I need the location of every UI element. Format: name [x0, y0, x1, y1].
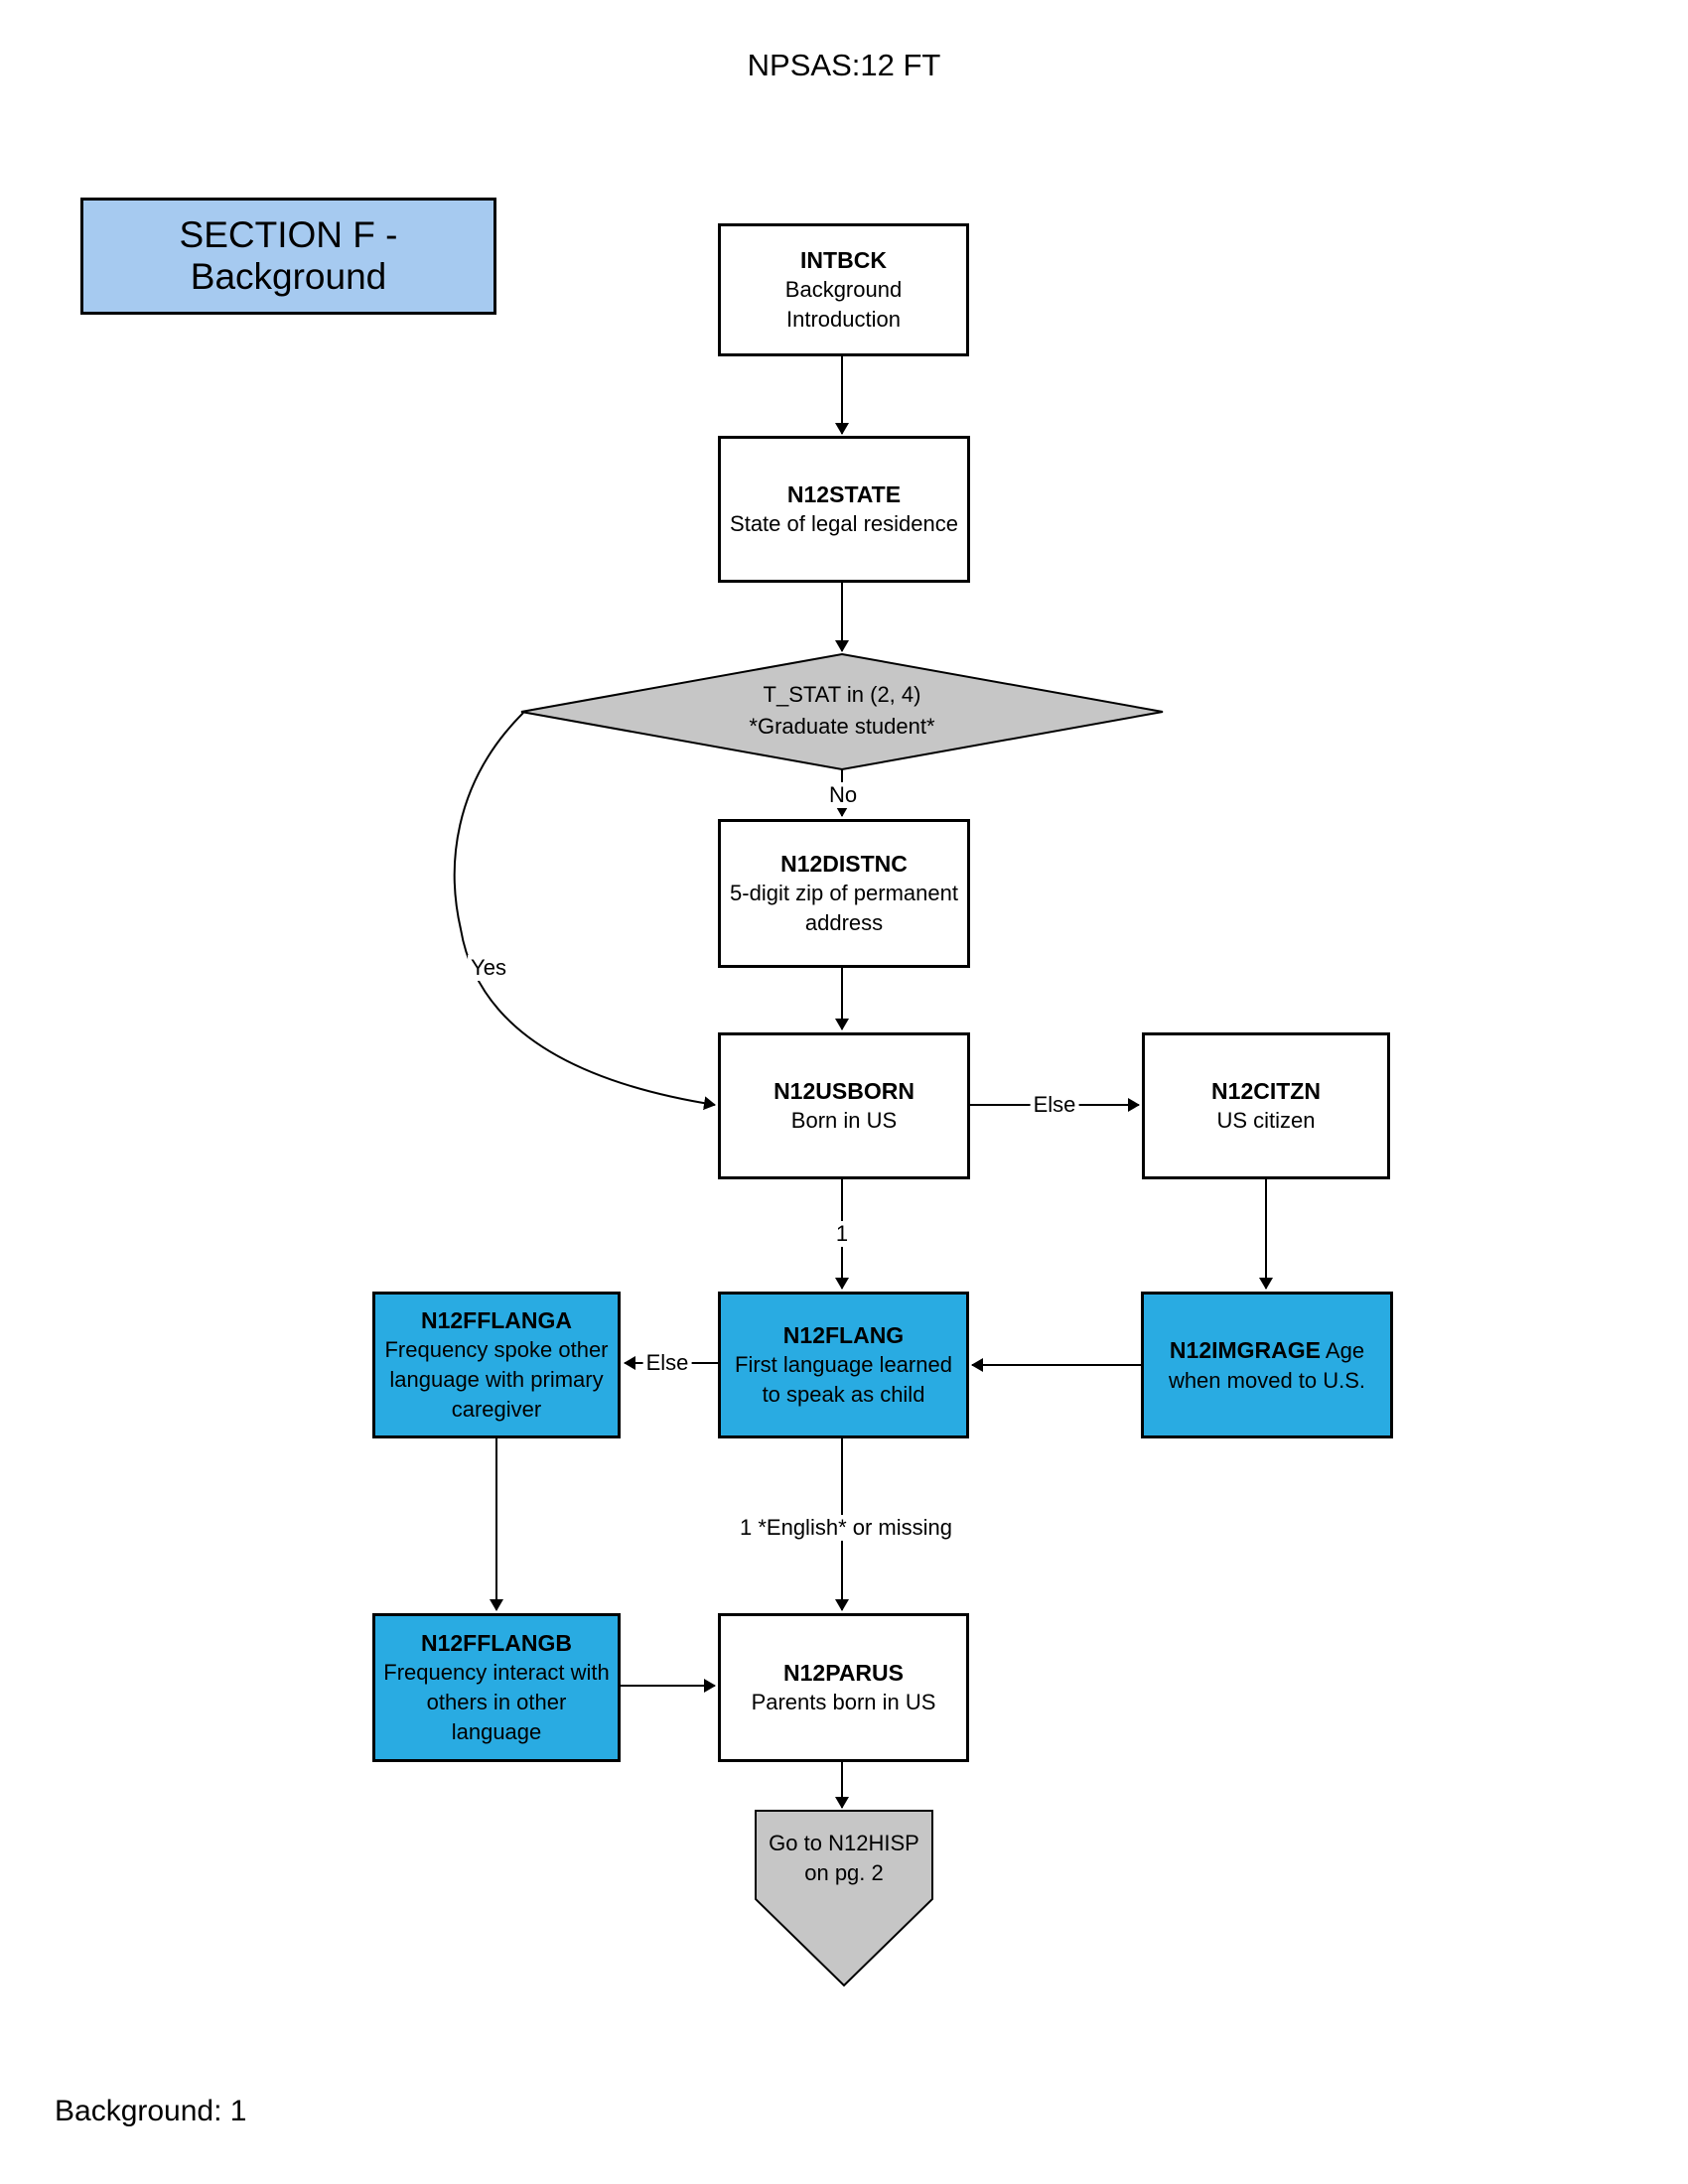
node-n12fflanga-id: N12FFLANGA	[420, 1307, 573, 1333]
node-n12imgrage-desc: Age when moved to U.S.	[1168, 1337, 1366, 1393]
node-n12usborn-id: N12USBORN	[774, 1078, 914, 1104]
node-n12usborn-desc: Born in US	[790, 1108, 898, 1133]
edge-label-else-citzn: Else	[1030, 1092, 1079, 1118]
node-intbck-desc: Background Introduction	[784, 277, 903, 332]
offpage-goto-line2: on pg. 2	[804, 1860, 884, 1885]
node-n12distnc-desc: 5-digit zip of permanent address	[730, 881, 958, 935]
edge-label-yes: Yes	[468, 955, 509, 981]
arrow-decision-yes-to-n12usborn	[453, 712, 716, 1111]
decision-annotation-text: *Graduate student*	[749, 714, 935, 739]
node-n12fflangb: N12FFLANGB Frequency interact with other…	[372, 1613, 621, 1762]
node-n12citzn: N12CITZN US citizen	[1142, 1032, 1390, 1179]
node-n12flang: N12FLANG First language learned to speak…	[718, 1292, 969, 1438]
edge-label-no: No	[825, 782, 861, 808]
node-n12parus-id: N12PARUS	[783, 1660, 904, 1686]
decision-t-stat-label: T_STAT in (2, 4) *Graduate student*	[633, 679, 1051, 743]
node-n12state: N12STATE State of legal residence	[718, 436, 970, 583]
offpage-connector-label: Go to N12HISP on pg. 2	[755, 1829, 933, 1888]
node-n12fflanga: N12FFLANGA Frequency spoke other languag…	[372, 1292, 621, 1438]
section-header: SECTION F - Background	[80, 198, 496, 315]
node-n12flang-desc: First language learned to speak as child	[735, 1352, 952, 1407]
page-title: NPSAS:12 FT	[747, 48, 941, 82]
node-n12flang-id: N12FLANG	[782, 1322, 905, 1348]
node-n12distnc-id: N12DISTNC	[780, 851, 908, 877]
node-n12fflanga-desc: Frequency spoke other language with prim…	[384, 1337, 609, 1422]
edge-label-english-or-missing: 1 *English* or missing	[737, 1515, 955, 1541]
node-n12fflangb-desc: Frequency interact with others in other …	[383, 1660, 610, 1744]
offpage-goto-line1: Go to N12HISP	[769, 1831, 919, 1855]
node-n12parus-desc: Parents born in US	[751, 1690, 936, 1714]
node-n12imgrage-id: N12IMGRAGE	[1169, 1336, 1322, 1363]
node-n12imgrage: N12IMGRAGE Age when moved to U.S.	[1141, 1292, 1393, 1438]
edge-label-else-fflanga: Else	[642, 1350, 692, 1376]
node-n12parus: N12PARUS Parents born in US	[718, 1613, 969, 1762]
node-n12citzn-id: N12CITZN	[1211, 1078, 1321, 1104]
node-n12state-id: N12STATE	[786, 481, 902, 507]
node-intbck: INTBCK Background Introduction	[718, 223, 969, 356]
node-n12fflangb-id: N12FFLANGB	[420, 1630, 573, 1656]
node-n12imgrage-text: N12IMGRAGE Age when moved to U.S.	[1148, 1335, 1386, 1396]
node-n12distnc: N12DISTNC 5-digit zip of permanent addre…	[718, 819, 970, 968]
edge-label-one: 1	[832, 1221, 852, 1247]
page-footer: Background: 1	[55, 2095, 247, 2127]
section-header-line1: SECTION F -	[179, 214, 398, 255]
node-n12state-desc: State of legal residence	[730, 511, 958, 536]
offpage-connector-shape	[755, 1810, 933, 1987]
section-header-line2: Background	[190, 256, 387, 297]
node-n12usborn: N12USBORN Born in US	[718, 1032, 970, 1179]
decision-condition-text: T_STAT in (2, 4)	[763, 682, 921, 707]
node-n12citzn-desc: US citizen	[1216, 1108, 1316, 1133]
node-intbck-id: INTBCK	[800, 247, 887, 273]
